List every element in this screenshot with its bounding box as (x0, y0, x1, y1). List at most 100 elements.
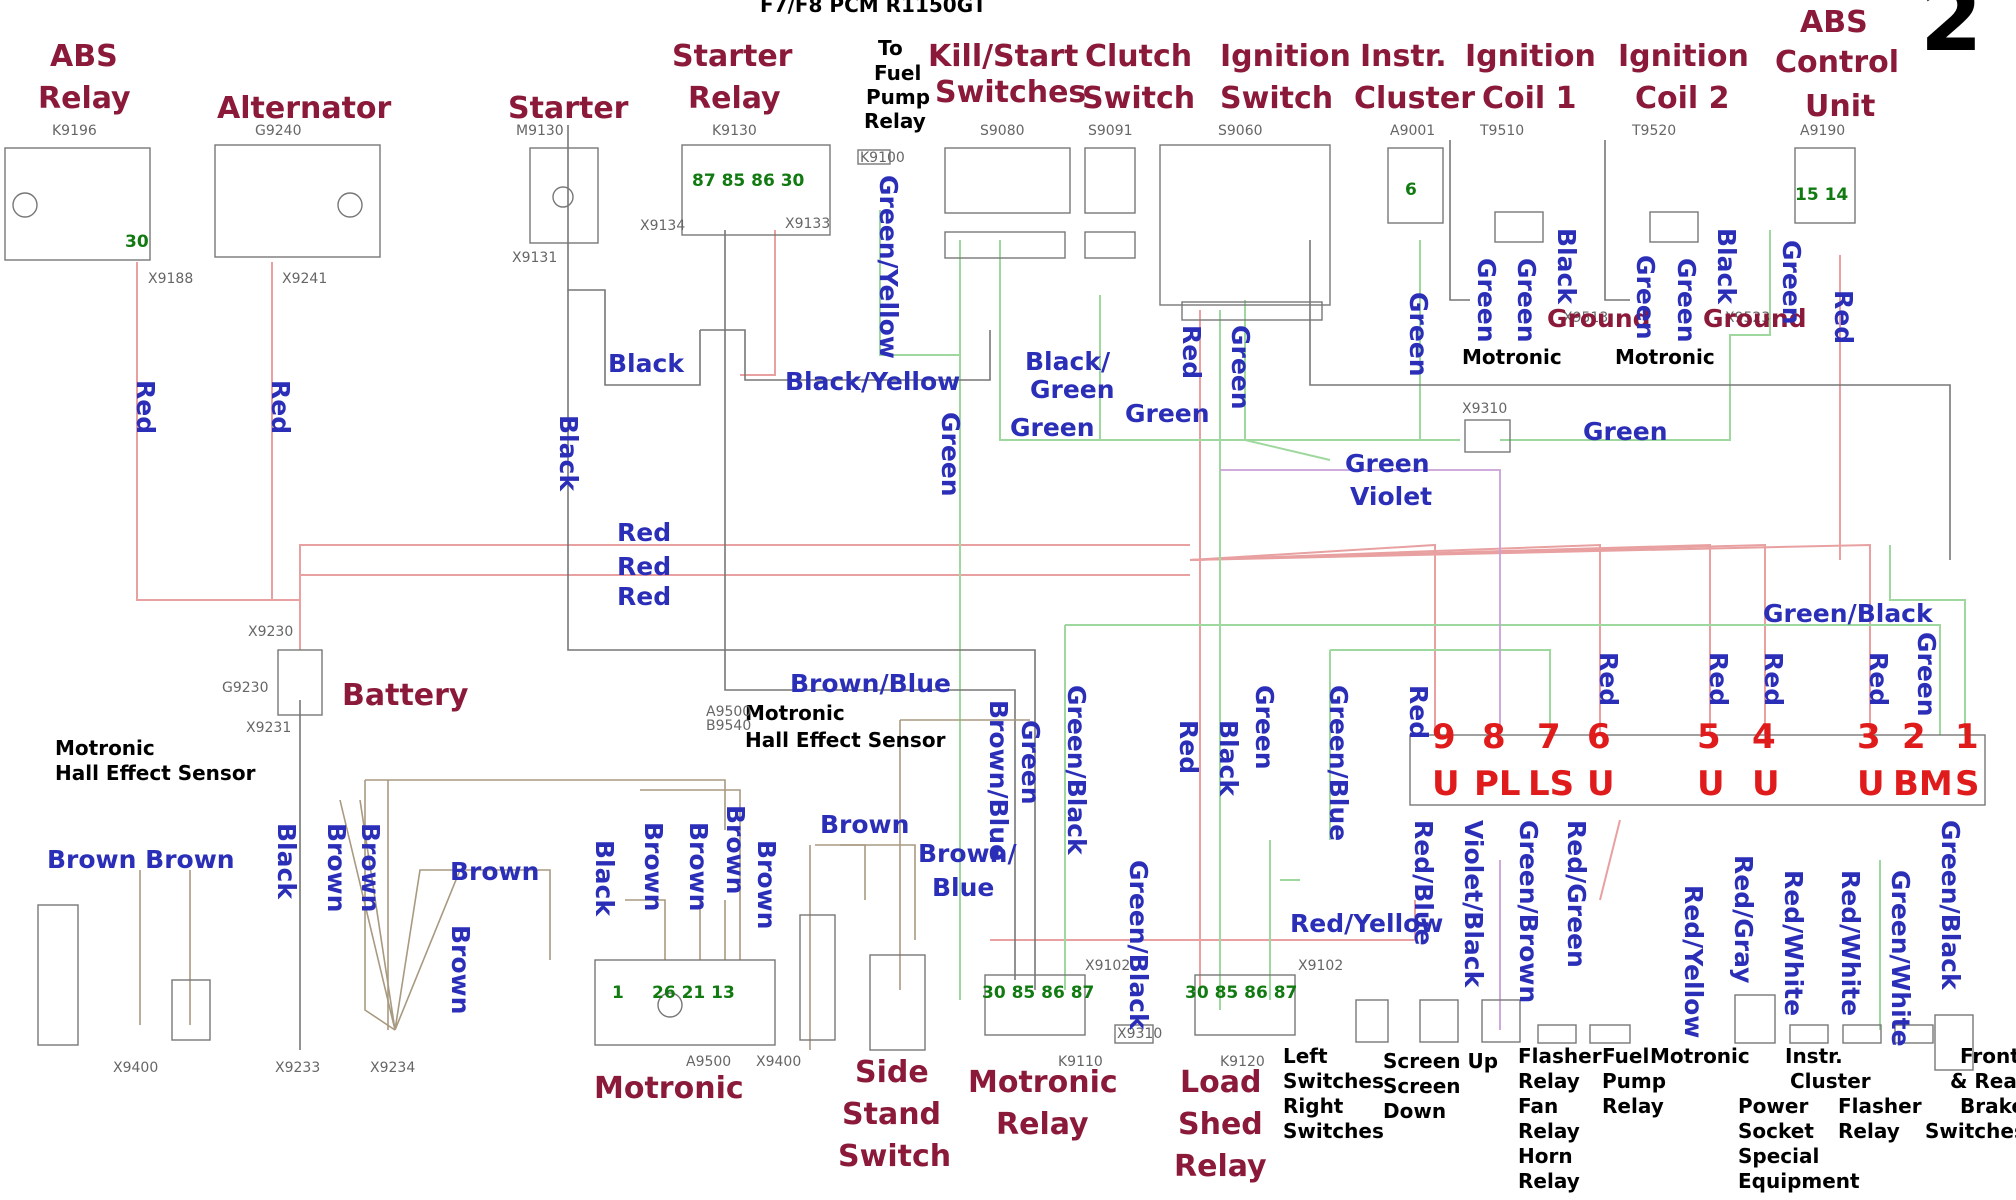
pins-abs-relay: 30 (125, 232, 149, 252)
label-side-stand-2: Stand (842, 1097, 941, 1132)
wire-red-abs: Red (131, 380, 160, 434)
text-layer: F7/F8 PCM R1150GT 2 ABS Relay Alternator… (38, 0, 2016, 1193)
wire-green-blue: Green/Blue (1324, 685, 1353, 841)
ref-k9100: K9100 (860, 150, 905, 166)
wire-motronic-c2: Motronic (1615, 345, 1715, 369)
coil1-box (1494, 211, 1544, 243)
label-side-stand-3: Switch (838, 1139, 951, 1174)
ref-x9131: X9131 (512, 250, 557, 266)
starter-box (529, 147, 599, 244)
label-alternator: Alternator (217, 91, 392, 126)
alternator-box (214, 144, 381, 258)
wire-green-white: Green/White (1886, 870, 1915, 1047)
wire-red-ign: Red (1177, 325, 1206, 379)
label-abs-unit-1: ABS (1800, 5, 1868, 40)
ref-m9130: M9130 (516, 123, 564, 139)
pins-load-shed: 30 85 86 87 (1185, 983, 1297, 1003)
label-motronic-relay-2: Relay (996, 1107, 1089, 1142)
label-hall-mid-2: Hall Effect Sensor (745, 728, 946, 752)
wire-red-f4: Red (1759, 652, 1788, 706)
fuse-box (1409, 734, 1986, 806)
ref-x9234: X9234 (370, 1060, 415, 1076)
label-abs-unit-3: Unit (1805, 89, 1875, 124)
kill-start-box (944, 147, 1071, 214)
starter-relay-box (681, 144, 831, 236)
ref-b9540: B9540 (706, 718, 751, 734)
ref-x9102-a: X9102 (1085, 958, 1130, 974)
note-pump: Pump (866, 85, 930, 109)
wire-green-a: Green (1010, 413, 1095, 442)
label-coil1-1: Ignition (1465, 39, 1596, 74)
wire-brown-m3: Brown (721, 805, 750, 894)
ref-x9188: X9188 (148, 271, 193, 287)
label-cluster-2: Cluster (1354, 81, 1475, 116)
label-kill-start-1: Kill/Start (928, 39, 1078, 74)
ref-g9230: G9230 (222, 680, 268, 696)
wire-brown-ss: Brown (820, 810, 909, 839)
wire-red-ls: Red (1174, 720, 1203, 774)
wire-green-c: Green (936, 412, 965, 497)
wire-red-3: Red (617, 582, 671, 611)
ref-x9400-a: X9400 (113, 1060, 158, 1076)
ref-x9102-b: X9102 (1298, 958, 1343, 974)
label-battery: Battery (342, 678, 469, 713)
fuse-code-4: U (1752, 764, 1780, 804)
fuse-code-1: S (1955, 764, 1980, 804)
wire-brown-blue2-2: Blue (932, 873, 994, 902)
motronic-relay-box (984, 974, 1086, 1036)
ref-t9520: T9520 (1631, 123, 1676, 139)
ref-k9110: K9110 (1058, 1054, 1103, 1070)
abs-unit-box (1794, 147, 1856, 224)
ref-a9001: A9001 (1390, 123, 1435, 139)
fuse-number-5: 5 (1697, 717, 1721, 757)
wire-brown-m1: Brown (639, 822, 668, 911)
dest-fan: Fan (1518, 1094, 1558, 1118)
wire-brown-m4: Brown (752, 840, 781, 929)
label-ign-switch-1: Ignition (1220, 39, 1351, 74)
label-coil2-2: Coil 2 (1635, 81, 1730, 116)
dest-pump-relay: Relay (1602, 1094, 1664, 1118)
fuse-number-2: 2 (1902, 717, 1926, 757)
dest-screen: Screen (1383, 1074, 1461, 1098)
label-abs-relay-1: ABS (50, 39, 118, 74)
fuse-number-6: 6 (1587, 717, 1611, 757)
label-side-stand-1: Side (855, 1055, 929, 1090)
component-boxes (4, 144, 1986, 1071)
ref-s9060: S9060 (1218, 123, 1263, 139)
dest-right: Right (1283, 1094, 1344, 1118)
wire-brown-blue-v: Brown/Blue (984, 700, 1013, 861)
wire-green-violet-1: Green (1345, 449, 1430, 478)
pins-cluster: 6 (1405, 180, 1417, 200)
wire-red-alt: Red (266, 380, 295, 434)
wire-brown-blue: Brown/Blue (790, 669, 951, 698)
page-number: 2 (1920, 0, 1983, 72)
wire-red-gray: Red/Gray (1729, 855, 1758, 983)
dest-front: Front (1960, 1044, 2016, 1068)
dest-instr: Instr. (1785, 1044, 1843, 1068)
wire-green-9310: Green (1583, 417, 1668, 446)
wire-violet-black: Violet/Black (1459, 820, 1488, 989)
ref-k9130: K9130 (712, 123, 757, 139)
dest-fuel: Fuel (1602, 1044, 1649, 1068)
wire-black-starter: Black (608, 349, 685, 378)
side-stand-box (869, 954, 926, 1051)
label-kill-start-2: Switches (935, 75, 1086, 110)
wire-brown-v3: Brown (446, 925, 475, 1014)
wire-red-f9: Red (1404, 685, 1433, 739)
label-load-shed-3: Relay (1174, 1149, 1267, 1184)
dest-horn: Horn (1518, 1144, 1573, 1168)
wire-green-black-mr: Green/Black (1062, 685, 1091, 856)
fuse-code-7: LS (1528, 764, 1574, 804)
wire-brown-v2: Brown (356, 823, 385, 912)
label-ign-switch-2: Switch (1220, 81, 1333, 116)
dest-motronic: Motronic (1650, 1044, 1750, 1068)
wire-brown-v1: Brown (322, 823, 351, 912)
pins-motronic-relay: 30 85 86 87 (982, 983, 1094, 1003)
wire-ground-2: Ground (1703, 304, 1807, 333)
wire-green-c2a: Green (1631, 255, 1660, 340)
wire-green-yellow: Green/Yellow (874, 175, 903, 359)
pins-motronic-2: 26 21 13 (652, 983, 735, 1003)
ref-x9230: X9230 (248, 624, 293, 640)
dest-left: Left (1283, 1044, 1328, 1068)
